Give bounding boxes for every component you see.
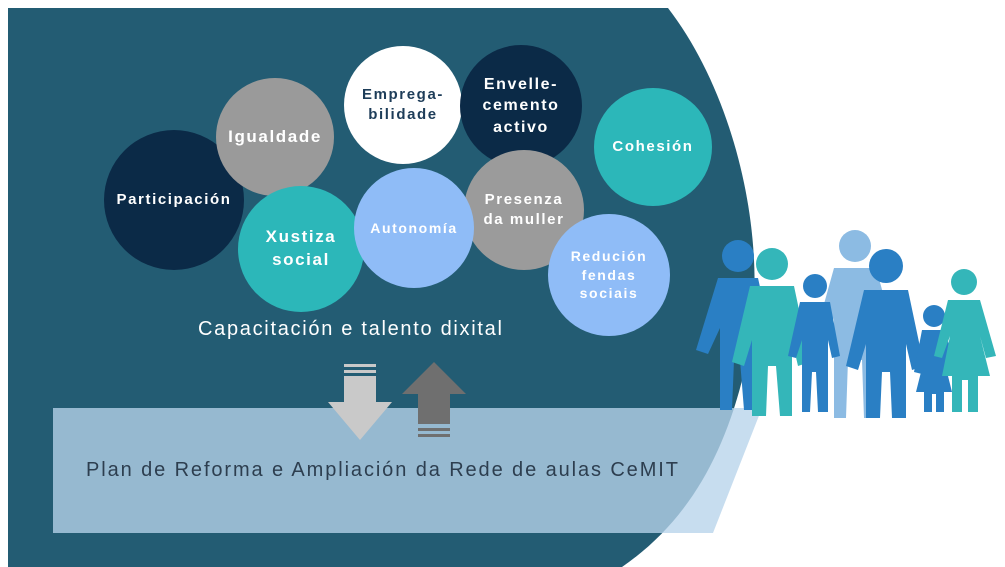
bubble-autonomia: Autonomía bbox=[354, 168, 474, 288]
bubble-igualdade: Igualdade bbox=[216, 78, 334, 196]
arrow-up-icon bbox=[402, 362, 466, 437]
bubble-xustiza-social: Xustiza social bbox=[238, 186, 364, 312]
bubble-envellecemento-activo: Envelle- cemento activo bbox=[460, 45, 582, 167]
people-group-icon bbox=[696, 230, 996, 418]
plan-title: Plan de Reforma e Ampliación da Rede de … bbox=[86, 459, 680, 481]
bubble-reducion-fendas-sociais: Redución fendas sociais bbox=[548, 214, 670, 336]
bubble-empregabilidade: Emprega- bilidade bbox=[344, 46, 462, 164]
arrow-down-icon bbox=[328, 364, 392, 440]
bubble-cohesion: Cohesión bbox=[594, 88, 712, 206]
tagline-text: Capacitación e talento dixital bbox=[198, 318, 504, 340]
plan-banner bbox=[53, 408, 762, 533]
